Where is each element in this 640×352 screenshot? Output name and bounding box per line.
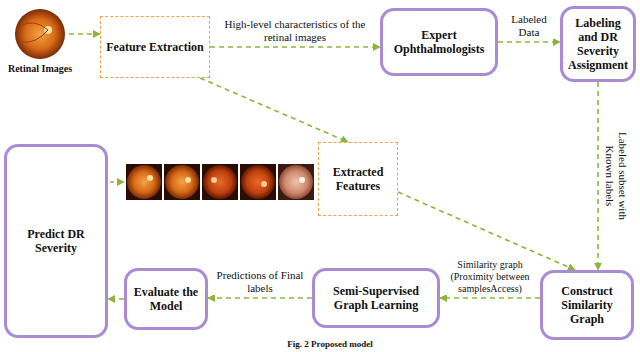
process-box: Semi-Supervised Graph Learning: [312, 268, 440, 328]
flow-arrow: [440, 297, 540, 299]
box-label: Expert Ophthalmologists: [388, 28, 490, 56]
box-label: Semi-Supervised Graph Learning: [320, 284, 432, 312]
output-arrow: [110, 181, 124, 183]
box-label: Extracted Features: [324, 165, 392, 193]
retina-strip: [126, 164, 314, 200]
feature-box: Extracted Features: [318, 142, 398, 216]
image-node: Retinal Images: [4, 6, 76, 75]
process-box: Expert Ophthalmologists: [380, 8, 498, 76]
process-box: Construct Similarity Graph: [540, 270, 634, 340]
process-box: Predict DR Severity: [4, 144, 108, 338]
flow-arrow: [69, 33, 100, 35]
flow-arrow: [208, 297, 312, 299]
box-label: Evaluate the Model: [132, 285, 200, 313]
box-label: Labeling and DR Severity Assignment: [568, 16, 628, 72]
flow-arrow: [200, 78, 348, 142]
feature-box: Feature Extraction: [100, 16, 210, 78]
process-box: Evaluate the Model: [124, 268, 208, 330]
edge-label: Similarity graph (Proximity between samp…: [442, 259, 538, 295]
process-box: Labeling and DR Severity Assignment: [560, 6, 636, 82]
figure-caption: Fig. 2 Proposed model: [180, 339, 480, 350]
box-label: Predict DR Severity: [12, 227, 100, 255]
edge-label: Labeled subset with Known labels: [603, 120, 629, 232]
retina-image: [14, 8, 66, 60]
edge-label: Labeled Data: [504, 13, 554, 39]
flow-arrow: [108, 298, 124, 300]
edge-label: Predictions of Final labels: [210, 269, 310, 295]
flow-arrow: [498, 41, 560, 43]
image-caption: Retinal Images: [8, 63, 72, 75]
box-label: Construct Similarity Graph: [548, 284, 626, 326]
flow-arrow: [597, 82, 599, 270]
box-label: Feature Extraction: [106, 40, 203, 54]
edge-label: High-level characteristics of the retina…: [224, 18, 366, 44]
flow-arrow: [210, 46, 380, 48]
